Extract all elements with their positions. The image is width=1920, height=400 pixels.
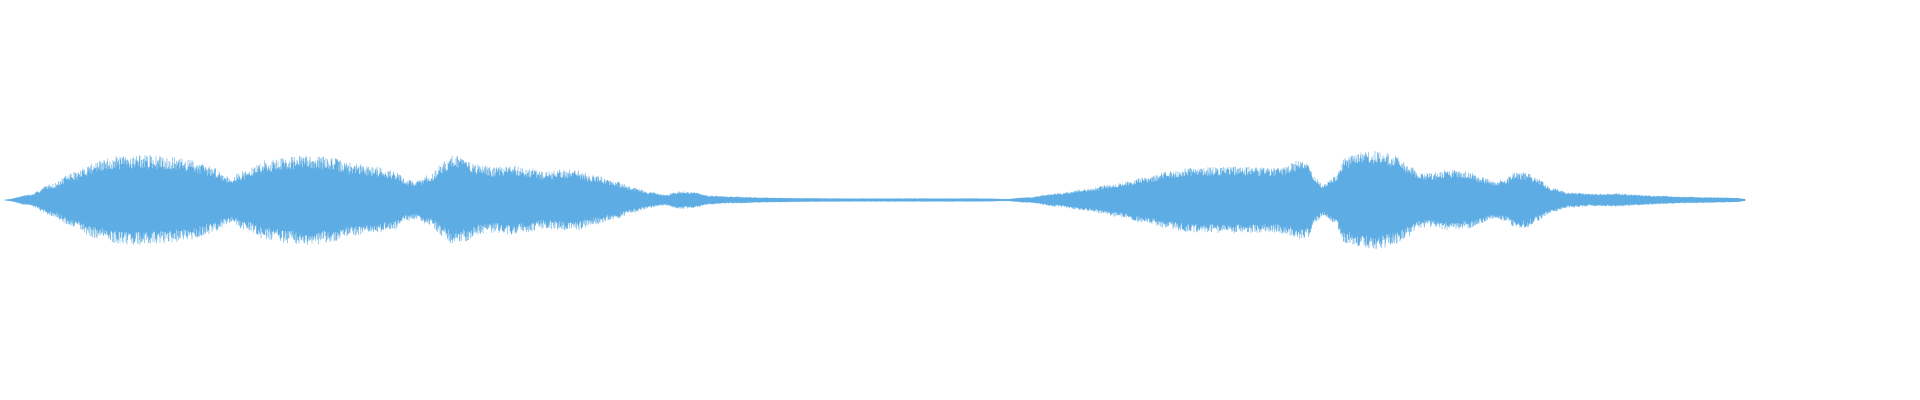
waveform-segment-1 [4, 155, 1006, 245]
waveform-peaks [4, 155, 1006, 245]
waveform-segment-2 [1004, 151, 1746, 249]
waveform-peaks [1004, 151, 1746, 249]
